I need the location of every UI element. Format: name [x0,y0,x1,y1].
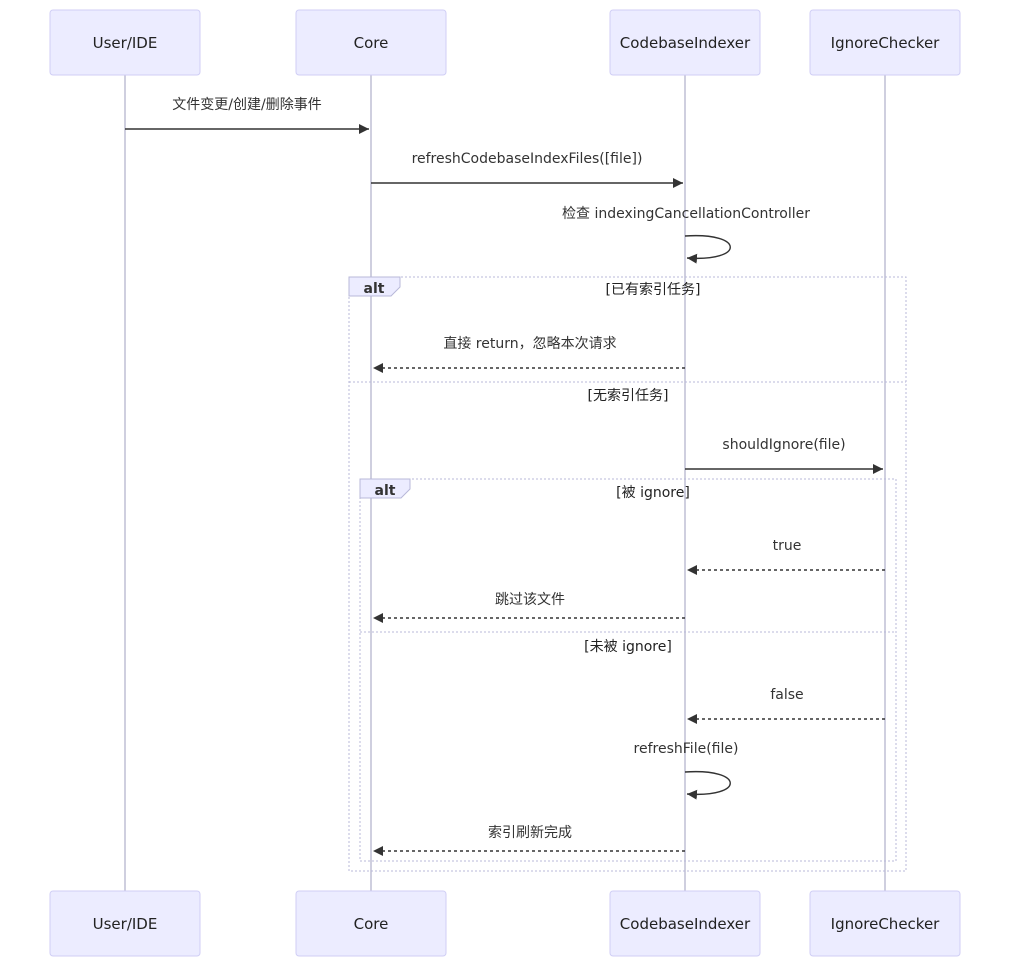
actor-core-top: Core [295,9,447,76]
message-6: true [687,538,885,575]
message-10: 索引刷新完成 [373,824,685,856]
message-2-label: refreshCodebaseIndexFiles([file]) [412,151,643,167]
message-5-label: shouldIgnore(file) [722,437,845,453]
message-9-label: refreshFile(file) [634,741,739,757]
message-2: refreshCodebaseIndexFiles([file]) [371,151,683,188]
message-10-label: 索引刷新完成 [488,824,572,841]
outer-alt-frame: alt [已有索引任务] [无索引任务] [348,276,907,872]
outer-alt-keyword: alt [364,281,385,297]
actor-ignore-top-box [809,9,961,76]
message-3: 检查 indexingCancellationController [562,206,810,264]
message-8-label: false [770,687,803,703]
actor-indexer-top-box [609,9,761,76]
actor-indexer-top: CodebaseIndexer [609,9,761,76]
message-3-self-arrow [684,234,731,264]
message-9: refreshFile(file) [634,741,739,800]
actor-core-bottom: Core [295,890,447,957]
inner-alt-frame-box [359,478,897,862]
inner-alt-condition-2: [未被 ignore] [584,639,672,655]
actor-ignore-bottom: IgnoreChecker [809,890,961,957]
outer-alt-label-tab [348,276,401,297]
actor-user-bottom-box [49,890,201,957]
actor-indexer-bottom-box [609,890,761,957]
lifelines [124,75,886,891]
message-9-self-arrow [684,770,731,800]
actors-bottom: User/IDE Core CodebaseIndexer IgnoreChec… [49,890,961,957]
actor-ignore-top: IgnoreChecker [809,9,961,76]
actor-user-bottom-label: User/IDE [93,915,158,933]
message-6-label: true [773,538,802,554]
inner-alt-keyword: alt [375,483,396,499]
actor-indexer-bottom: CodebaseIndexer [609,890,761,957]
actor-indexer-bottom-label: CodebaseIndexer [620,915,751,933]
actor-ignore-bottom-label: IgnoreChecker [831,915,941,933]
actor-user-top: User/IDE [49,9,201,76]
message-7-label: 跳过该文件 [495,592,565,608]
outer-alt-condition-2: [无索引任务] [588,387,669,404]
message-1-label: 文件变更/创建/删除事件 [172,97,321,113]
actor-ignore-top-label: IgnoreChecker [831,34,941,52]
inner-alt-condition-1: [被 ignore] [616,485,690,501]
actor-indexer-top-label: CodebaseIndexer [620,34,751,52]
inner-alt-frame: alt [被 ignore] [未被 ignore] [359,478,897,862]
message-5: shouldIgnore(file) [685,437,883,474]
actor-core-bottom-box [295,890,447,957]
actor-core-top-label: Core [354,34,389,52]
actor-ignore-bottom-box [809,890,961,957]
message-1: 文件变更/创建/删除事件 [125,97,369,134]
actor-core-top-box [295,9,447,76]
outer-alt-condition-1: [已有索引任务] [606,281,701,298]
actor-core-bottom-label: Core [354,915,389,933]
actor-user-top-box [49,9,201,76]
actor-user-top-label: User/IDE [93,34,158,52]
message-4: 直接 return，忽略本次请求 [373,335,685,373]
inner-alt-label-tab [359,478,411,499]
message-3-label: 检查 indexingCancellationController [562,206,810,222]
message-4-label: 直接 return，忽略本次请求 [443,335,616,352]
outer-alt-frame-box [348,276,907,872]
actor-user-bottom: User/IDE [49,890,201,957]
actors-top: User/IDE Core CodebaseIndexer IgnoreChec… [49,9,961,76]
message-7: 跳过该文件 [373,592,685,623]
message-8: false [687,687,885,724]
